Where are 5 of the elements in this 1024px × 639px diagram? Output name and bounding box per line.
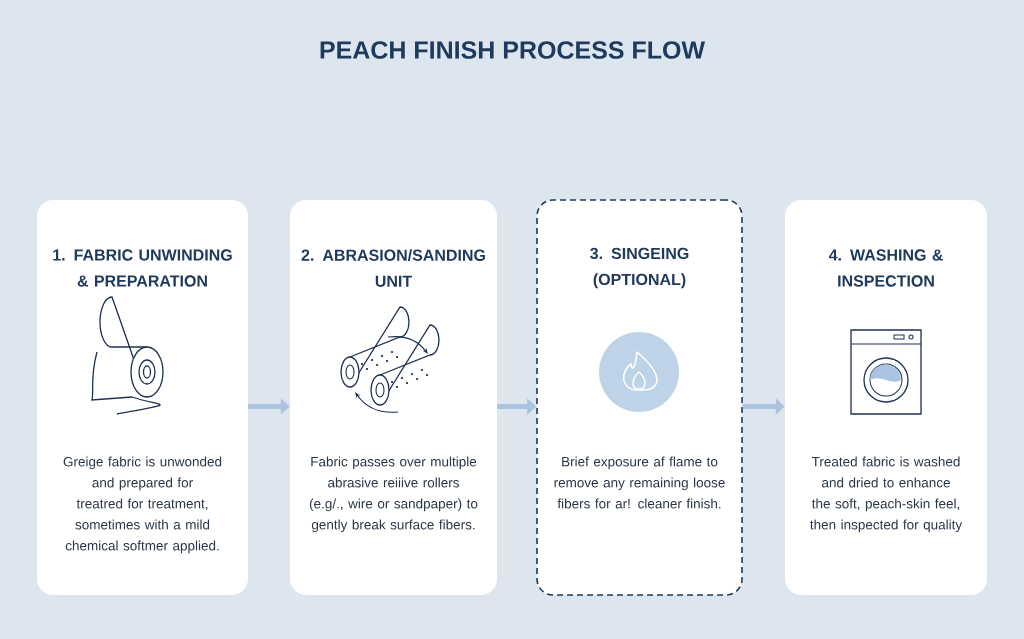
process-card: 4. WASHING & INSPECTION Treated fabric is washed and dried to enhance the soft, peach-skin feel, then inspected for quality [785, 200, 987, 595]
process-card: 2. ABRASION/SANDING UNIT Fabric passes over multiple abrasive reiiive rollers (e.g/., wire or sandpaper) to gently break surface fibers. [290, 200, 497, 595]
title: PEACH FINISH PROCESS FLOW [320, 41, 706, 59]
process-card: 1. FABRIC UNWINDING & PREPARATION Greige fabric is unwonded and prepared for treatred for treatment, sometimes with a mild chemical softmer applied. [37, 200, 248, 595]
process-card: 3. SINGEING (OPTIONAL) Brief exposure af flame to remove any remaining loose fibers for ar! cleaner finish. [536, 199, 743, 596]
